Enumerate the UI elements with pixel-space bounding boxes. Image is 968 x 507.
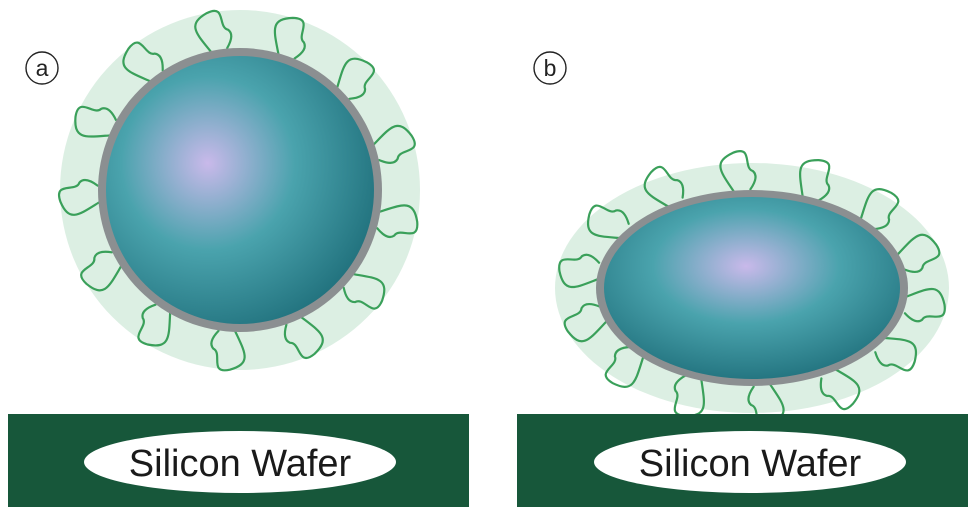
panel-b-marker-label: b bbox=[544, 55, 557, 81]
panel-a-marker: a bbox=[26, 52, 58, 84]
core-a bbox=[106, 56, 374, 324]
panel-a-marker-label: a bbox=[36, 55, 49, 81]
wafer-label-a: Silicon Wafer bbox=[129, 443, 352, 485]
wafer-label-b: Silicon Wafer bbox=[639, 443, 862, 485]
panel-b-marker: b bbox=[534, 52, 566, 84]
panel-a: a Silicon Wafer bbox=[8, 10, 469, 507]
core-b bbox=[604, 197, 900, 379]
panel-b: b Silicon Wafer bbox=[517, 52, 968, 507]
